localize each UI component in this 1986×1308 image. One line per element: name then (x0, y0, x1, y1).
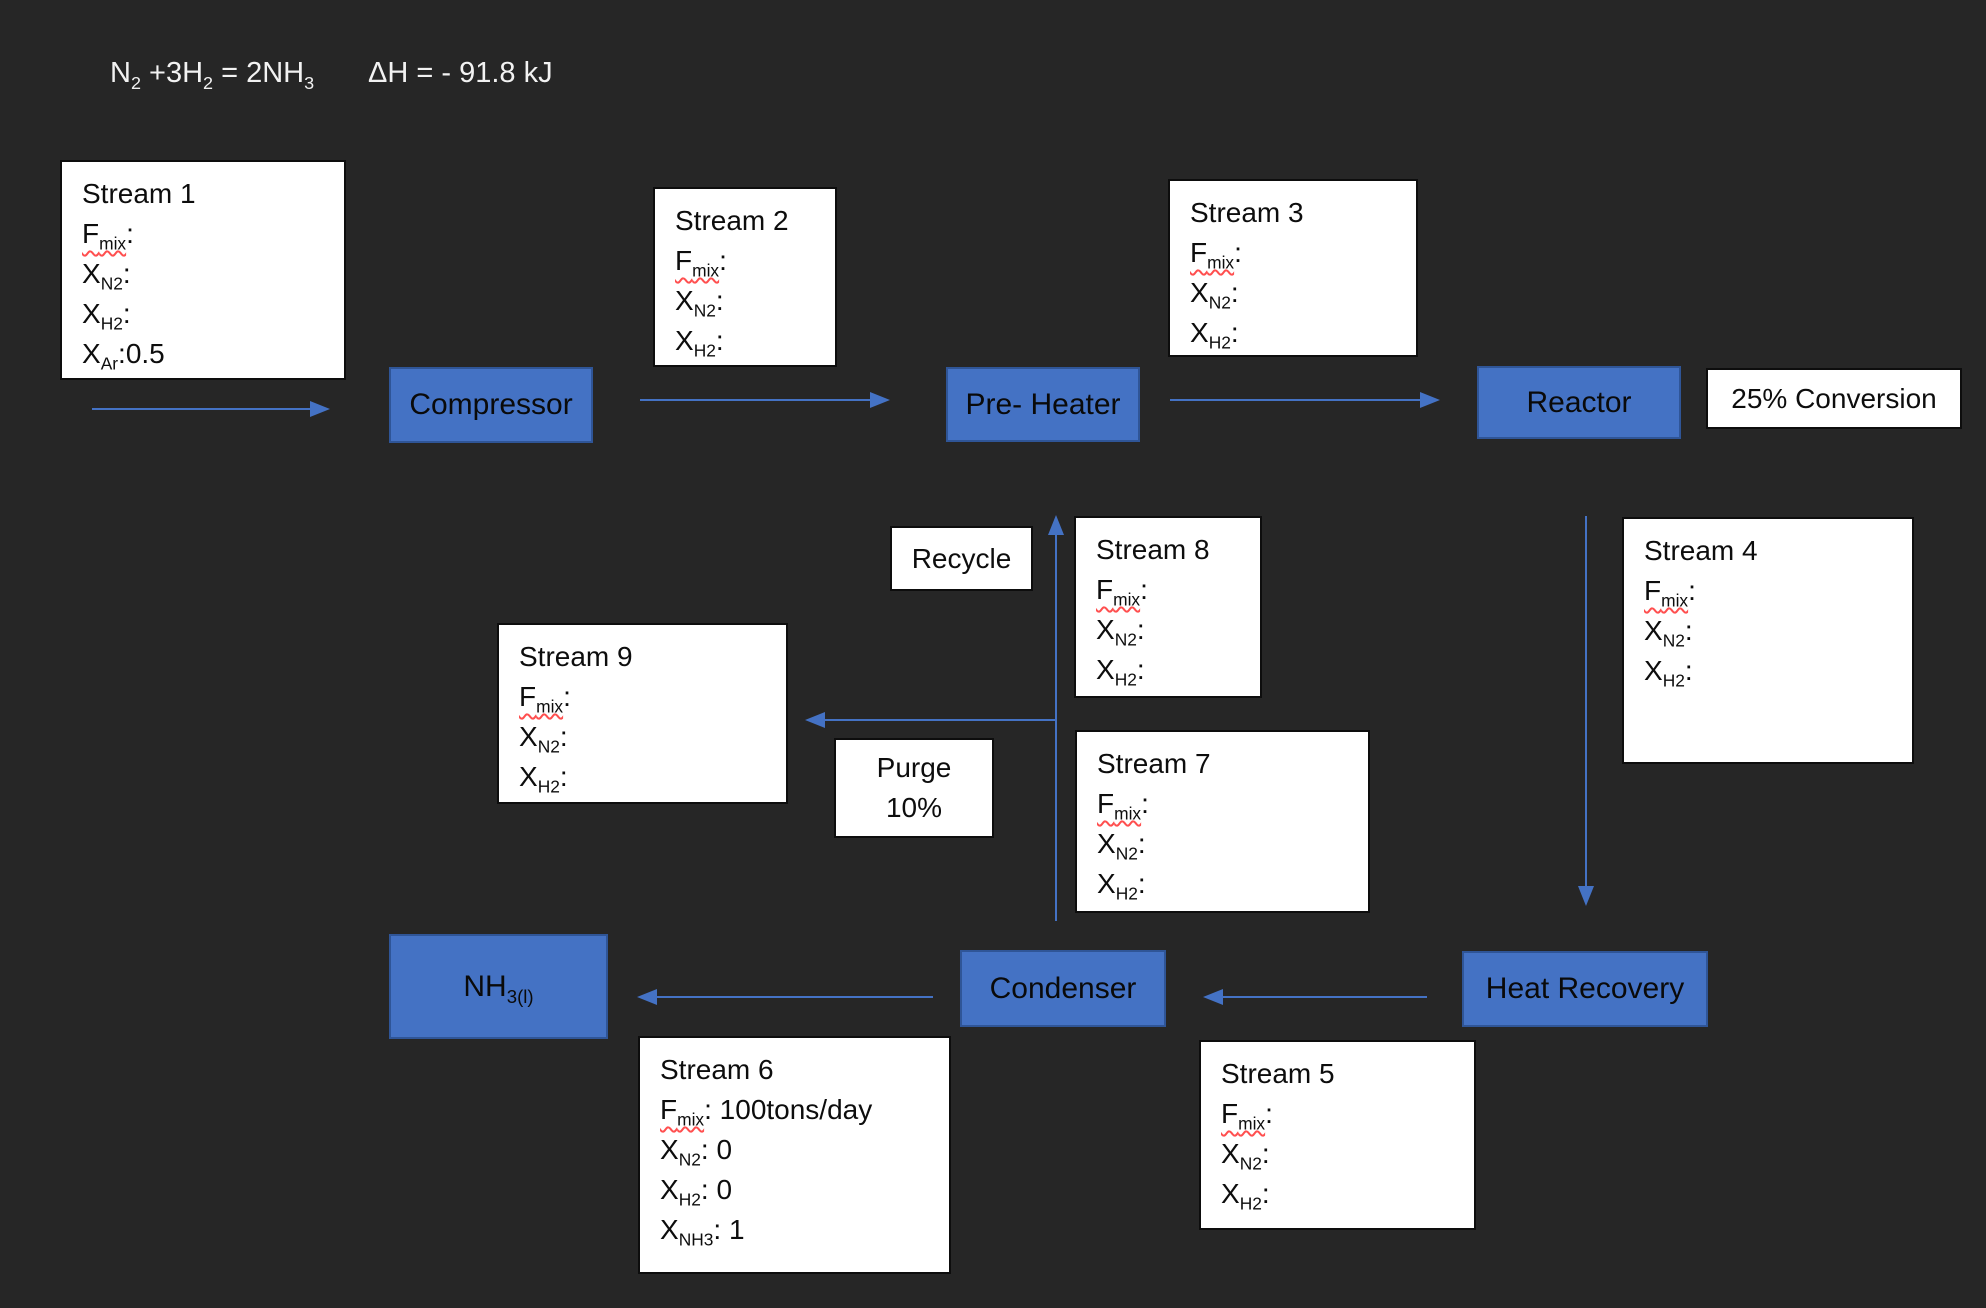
stream-7-title: Stream 7 (1097, 748, 1211, 779)
stream-2-xn2: XN2: (675, 285, 724, 321)
stream-2-fmix: Fmix: (675, 245, 727, 281)
stream-6-xn2: XN2: 0 (660, 1134, 733, 1170)
arrowhead-up-icon (1048, 515, 1064, 535)
stream-1-box: Stream 1 Fmix: XN2: XH2: XAr:0.5 (60, 160, 346, 380)
stream-3-box: Stream 3 Fmix: XN2: XH2: (1168, 179, 1418, 357)
stream-6-xnh3: XNH3: 1 (660, 1214, 745, 1250)
arrowhead-right-icon (1420, 392, 1440, 408)
compressor-label: Compressor (409, 388, 573, 421)
heat-recovery-block: Heat Recovery (1462, 951, 1708, 1027)
stream-9-fmix: Fmix: (519, 681, 571, 717)
recycle-label: Recycle (911, 542, 1012, 574)
reaction-formula: N2 +3H2 = 2NH3 (110, 57, 315, 93)
stream-7-xn2: XN2: (1097, 828, 1146, 864)
stream-1-fmix: Fmix: (82, 218, 134, 254)
nh3-product-block: NH3(l) (389, 934, 608, 1039)
stream-8-xn2: XN2: (1096, 614, 1145, 650)
preheater-block: Pre- Heater (946, 367, 1140, 442)
stream-3-xh2: XH2: (1190, 317, 1239, 353)
stream-3-title: Stream 3 (1190, 197, 1304, 228)
stream-1-title: Stream 1 (82, 178, 196, 209)
flow-arrow-feed-to-compressor (92, 401, 330, 417)
stream-6-fmix: Fmix: 100tons/day (660, 1094, 873, 1130)
stream-6-box: Stream 6 Fmix: 100tons/day XN2: 0 XH2: 0… (638, 1036, 951, 1274)
nh3-label: NH3(l) (463, 969, 534, 1007)
stream-4-xh2: XH2: (1644, 655, 1693, 691)
stream-1-xar: XAr:0.5 (82, 338, 165, 374)
stream-9-xn2: XN2: (519, 721, 568, 757)
compressor-block: Compressor (389, 367, 593, 443)
conversion-label: 25% Conversion (1731, 382, 1937, 414)
stream-6-title: Stream 6 (660, 1054, 774, 1085)
heat-recovery-label: Heat Recovery (1485, 972, 1685, 1005)
stream-2-xh2: XH2: (675, 325, 724, 361)
flow-arrow-compressor-to-preheater (640, 392, 890, 408)
stream-8-box: Stream 8 Fmix: XN2: XH2: (1074, 516, 1262, 698)
arrowhead-down-icon (1578, 886, 1594, 906)
stream-8-xh2: XH2: (1096, 654, 1145, 690)
stream-9-xh2: XH2: (519, 761, 568, 797)
stream-2-box: Stream 2 Fmix: XN2: XH2: (653, 187, 837, 367)
reaction-enthalpy: ΔH = - 91.8 kJ (368, 57, 553, 89)
arrowhead-right-icon (870, 392, 890, 408)
stream-4-xn2: XN2: (1644, 615, 1693, 651)
preheater-label: Pre- Heater (965, 387, 1121, 421)
purge-percent-label: 10% (885, 792, 943, 823)
flow-arrow-heat-recovery-to-condenser (1203, 989, 1427, 1005)
stream-3-fmix: Fmix: (1190, 237, 1242, 273)
reactor-label: Reactor (1526, 385, 1632, 419)
stream-1-xh2: XH2: (82, 298, 131, 334)
stream-5-fmix: Fmix: (1221, 1098, 1273, 1134)
purge-note-box: Purge 10% (834, 738, 994, 838)
stream-8-title: Stream 8 (1096, 534, 1210, 565)
recycle-arrow-up (1048, 515, 1064, 921)
arrowhead-right-icon (310, 401, 330, 417)
flow-arrow-condenser-to-nh3 (637, 989, 933, 1005)
stream-4-fmix: Fmix: (1644, 575, 1696, 611)
stream-6-xh2: XH2: 0 (660, 1174, 733, 1210)
stream-1-xn2: XN2: (82, 258, 131, 294)
stream-9-box: Stream 9 Fmix: XN2: XH2: (497, 623, 788, 804)
purge-label: Purge (876, 752, 952, 783)
arrowhead-left-icon (805, 712, 825, 728)
stream-4-title: Stream 4 (1644, 535, 1758, 566)
stream-9-title: Stream 9 (519, 641, 633, 672)
stream-7-box: Stream 7 Fmix: XN2: XH2: (1075, 730, 1370, 913)
stream-3-xn2: XN2: (1190, 277, 1239, 313)
stream-5-title: Stream 5 (1221, 1058, 1335, 1089)
flow-arrow-reactor-to-heat-recovery (1578, 516, 1594, 906)
stream-7-xh2: XH2: (1097, 868, 1146, 904)
stream-4-box: Stream 4 Fmix: XN2: XH2: (1622, 517, 1914, 764)
stream-5-xn2: XN2: (1221, 1138, 1270, 1174)
stream-2-title: Stream 2 (675, 205, 789, 236)
condenser-block: Condenser (960, 950, 1166, 1027)
stream-5-xh2: XH2: (1221, 1178, 1270, 1214)
arrowhead-left-icon (1203, 989, 1223, 1005)
stream-7-fmix: Fmix: (1097, 788, 1149, 824)
arrowhead-left-icon (637, 989, 657, 1005)
reactor-block: Reactor (1477, 366, 1681, 439)
recycle-note-box: Recycle (890, 526, 1033, 591)
condenser-label: Condenser (989, 971, 1137, 1005)
flow-arrow-preheater-to-reactor (1170, 392, 1440, 408)
stream-8-fmix: Fmix: (1096, 574, 1148, 610)
stream-5-box: Stream 5 Fmix: XN2: XH2: (1199, 1040, 1476, 1230)
purge-arrow-left (805, 712, 1056, 728)
conversion-note-box: 25% Conversion (1706, 368, 1962, 429)
